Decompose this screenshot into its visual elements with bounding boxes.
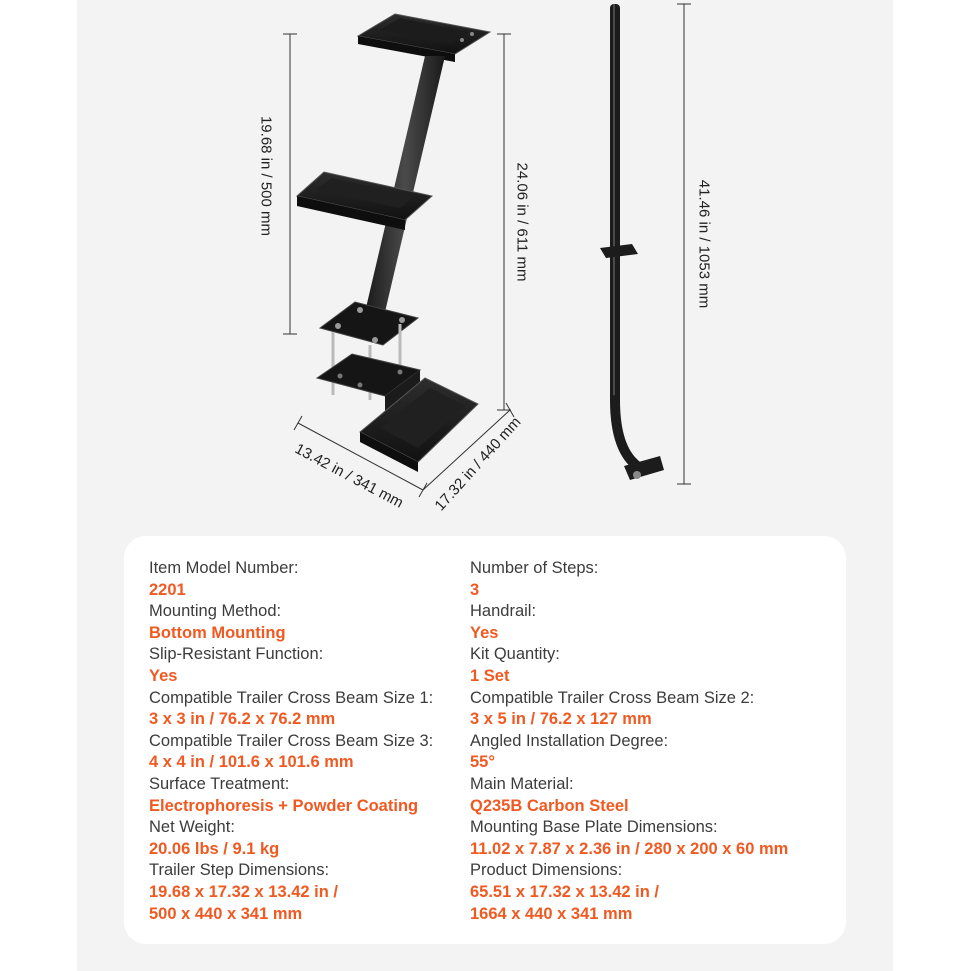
spec-handrail: Handrail: Yes bbox=[470, 601, 788, 644]
spec-value: Bottom Mounting bbox=[149, 623, 286, 642]
spec-kit-quantity: Kit Quantity: 1 Set bbox=[470, 644, 788, 687]
spec-label: Product Dimensions: bbox=[470, 861, 623, 880]
spec-label: Trailer Step Dimensions: bbox=[149, 861, 330, 880]
spec-value: Q235B Carbon Steel bbox=[470, 796, 629, 815]
spec-label: Surface Treatment: bbox=[149, 774, 290, 793]
spec-label: Main Material: bbox=[470, 774, 574, 793]
specs-card: Item Model Number: 2201 Mounting Method:… bbox=[124, 536, 846, 944]
spec-label: Slip-Resistant Function: bbox=[149, 645, 324, 664]
spec-value: 3 x 5 in / 76.2 x 127 mm bbox=[470, 710, 652, 729]
product-illustration bbox=[283, 3, 691, 498]
spec-step-dimensions: Trailer Step Dimensions: 19.68 x 17.32 x… bbox=[149, 860, 433, 925]
spec-value: Yes bbox=[149, 666, 178, 685]
spec-label: Mounting Method: bbox=[149, 602, 282, 621]
spec-product-dimensions: Product Dimensions: 65.51 x 17.32 x 13.4… bbox=[470, 860, 788, 925]
specs-left-column: Item Model Number: 2201 Mounting Method:… bbox=[149, 558, 433, 925]
spec-surface-treatment: Surface Treatment: Electrophoresis + Pow… bbox=[149, 774, 433, 817]
spec-label: Handrail: bbox=[470, 602, 537, 621]
spec-main-material: Main Material: Q235B Carbon Steel bbox=[470, 774, 788, 817]
spec-value: Electrophoresis + Powder Coating bbox=[149, 796, 419, 815]
spec-value: Yes bbox=[470, 623, 499, 642]
spec-label: Item Model Number: bbox=[149, 559, 299, 577]
dimension-lines bbox=[283, 3, 691, 498]
trailer-step bbox=[295, 13, 492, 472]
spec-value-line-2: 500 x 440 x 341 mm bbox=[149, 904, 303, 923]
spec-value: 55° bbox=[470, 753, 495, 772]
spec-number-of-steps: Number of Steps: 3 bbox=[470, 558, 788, 601]
spec-beam-size-1: Compatible Trailer Cross Beam Size 1: 3 … bbox=[149, 688, 433, 731]
spec-label: Compatible Trailer Cross Beam Size 2: bbox=[470, 688, 755, 707]
spec-mounting-method: Mounting Method: Bottom Mounting bbox=[149, 601, 433, 644]
spec-label: Number of Steps: bbox=[470, 559, 599, 577]
spec-label: Compatible Trailer Cross Beam Size 3: bbox=[149, 731, 434, 750]
spec-value: 2201 bbox=[149, 580, 186, 599]
spec-model-number: Item Model Number: 2201 bbox=[149, 558, 433, 601]
spec-label: Mounting Base Plate Dimensions: bbox=[470, 818, 718, 837]
spec-value: 3 bbox=[470, 580, 480, 599]
spec-value: 20.06 lbs / 9.1 kg bbox=[149, 839, 280, 858]
spec-label: Compatible Trailer Cross Beam Size 1: bbox=[149, 688, 434, 707]
product-figure: 19.68 in / 500 mm 24.06 in / 611 mm 41.4… bbox=[257, 3, 713, 514]
handrail-height-label: 41.46 in / 1053 mm bbox=[695, 179, 713, 309]
upper-step-height-label: 19.68 in / 500 mm bbox=[257, 115, 275, 237]
spec-beam-size-3: Compatible Trailer Cross Beam Size 3: 4 … bbox=[149, 731, 433, 774]
spec-value-line-2: 1664 x 440 x 341 mm bbox=[470, 904, 633, 923]
spec-value: 1 Set bbox=[470, 666, 510, 685]
spec-value: 19.68 x 17.32 x 13.42 in / bbox=[149, 882, 338, 901]
spec-beam-size-2: Compatible Trailer Cross Beam Size 2: 3 … bbox=[470, 688, 788, 731]
spec-slip-resistant: Slip-Resistant Function: Yes bbox=[149, 644, 433, 687]
spec-value: 3 x 3 in / 76.2 x 76.2 mm bbox=[149, 710, 336, 729]
spec-value: 4 x 4 in / 101.6 x 101.6 mm bbox=[149, 753, 354, 772]
handrail bbox=[600, 4, 664, 480]
spec-value: 65.51 x 17.32 x 13.42 in / bbox=[470, 882, 659, 901]
spec-net-weight: Net Weight: 20.06 lbs / 9.1 kg bbox=[149, 817, 433, 860]
spec-value: 11.02 x 7.87 x 2.36 in / 280 x 200 x 60 … bbox=[470, 839, 789, 858]
spec-label: Kit Quantity: bbox=[470, 645, 560, 664]
specs-right-column: Number of Steps: 3 Handrail: Yes Kit Qua… bbox=[470, 558, 788, 925]
spec-installation-degree: Angled Installation Degree: 55° bbox=[470, 731, 788, 774]
spec-label: Net Weight: bbox=[149, 818, 235, 837]
overall-step-height-label: 24.06 in / 611 mm bbox=[513, 162, 531, 282]
spec-base-plate-dimensions: Mounting Base Plate Dimensions: 11.02 x … bbox=[470, 817, 788, 860]
spec-label: Angled Installation Degree: bbox=[470, 731, 669, 750]
